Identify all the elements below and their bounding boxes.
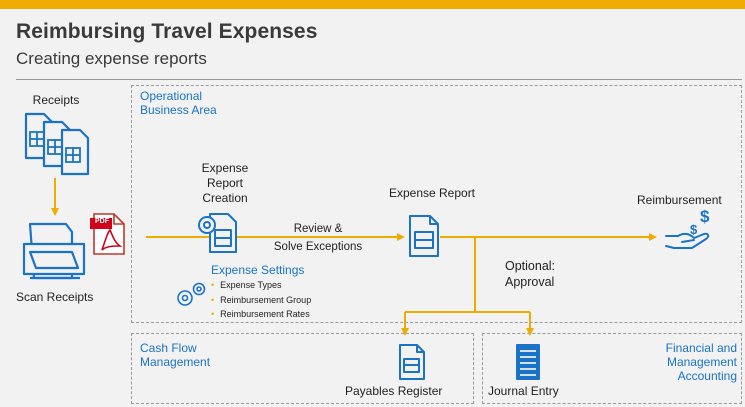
cash-flow-area-label: Cash Flow Management: [140, 341, 211, 369]
expense-settings-item: •Reimbursement Rates: [211, 309, 310, 319]
expense-settings-item: •Reimbursement Group: [211, 294, 312, 305]
cash-flow-area-box: [131, 333, 474, 404]
reimbursement-label: Reimbursement: [637, 193, 722, 207]
payables-register-label: Payables Register: [345, 384, 443, 398]
hand-money-icon: $ $: [665, 207, 710, 249]
title-divider: [16, 79, 742, 80]
payables-register-icon: [399, 344, 425, 380]
page-title: Reimbursing Travel Expenses: [16, 20, 318, 43]
optional-approval-label: Optional: Approval: [505, 259, 556, 289]
expense-report-creation-label: Expense Report Creation: [201, 161, 249, 205]
expense-report-label: Expense Report: [388, 186, 476, 200]
scanner-icon: [22, 222, 86, 280]
expense-report-creation-icon: [198, 213, 237, 253]
settings-gears-icon: [177, 282, 206, 306]
top-accent-bar: [0, 0, 745, 9]
journal-icon: [516, 344, 540, 380]
receipts-icon: [24, 112, 90, 176]
operational-area-label: Operational Business Area: [140, 89, 217, 117]
financial-area-label: Financial and Management Accounting: [665, 341, 737, 383]
journal-entry-label: Journal Entry: [488, 384, 559, 398]
operational-area-box: [131, 85, 742, 323]
expense-settings-title: Expense Settings: [211, 263, 305, 277]
page-subtitle: Creating expense reports: [16, 49, 207, 68]
expense-settings-item: •Expense Types: [211, 280, 282, 290]
expense-settings-list: •Expense Types •Reimbursement Group •Rei…: [211, 278, 311, 322]
document-icon: [409, 215, 439, 257]
pdf-icon: [90, 213, 125, 255]
review-exceptions-label: Review & Solve Exceptions: [273, 223, 363, 253]
svg-text:$: $: [690, 222, 698, 237]
pdf-badge: PDF: [95, 218, 109, 225]
receipts-label: Receipts: [32, 93, 80, 107]
scan-receipts-label: Scan Receipts: [16, 290, 94, 304]
svg-text:$: $: [700, 207, 710, 226]
financial-area-box: [482, 333, 742, 404]
